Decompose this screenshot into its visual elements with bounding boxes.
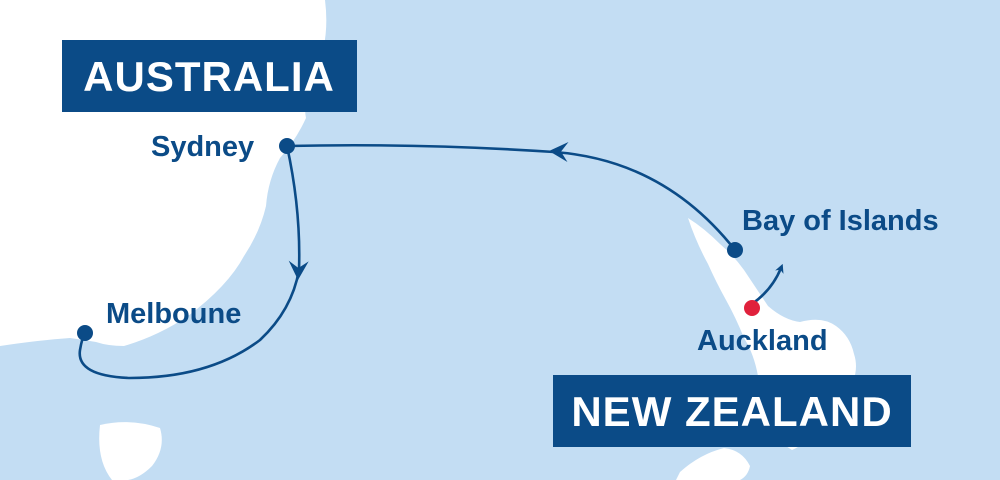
- country-label-box: [62, 40, 357, 112]
- south-island-landmass: [676, 448, 750, 480]
- country-label-box: [553, 375, 911, 447]
- route-sydney-melboune: [78, 144, 301, 380]
- country-label-text: AUSTRALIA: [83, 53, 335, 100]
- country-label-new-zealand: NEW ZEALAND: [553, 375, 911, 447]
- city-labels: Sydney Melboune Bay of Islands Auckland: [106, 131, 939, 357]
- country-label-text: NEW ZEALAND: [571, 388, 892, 435]
- tasmania-landmass: [99, 422, 162, 480]
- direction-arrow-coast: [288, 260, 309, 280]
- direction-arrow-tasman: [549, 142, 569, 162]
- country-label-australia: AUSTRALIA: [62, 40, 357, 112]
- city-label-auckland[interactable]: Auckland: [697, 325, 828, 357]
- sydney-marker[interactable]: [279, 138, 295, 154]
- route: [78, 142, 784, 380]
- city-label-bay-of-islands[interactable]: Bay of Islands: [742, 205, 939, 237]
- city-label-sydney[interactable]: Sydney: [151, 131, 254, 163]
- melboune-marker[interactable]: [77, 325, 93, 341]
- auckland-marker[interactable]: [744, 300, 760, 316]
- bay-of-islands-marker[interactable]: [727, 242, 743, 258]
- city-markers: [77, 138, 760, 341]
- city-label-melboune[interactable]: Melboune: [106, 298, 241, 330]
